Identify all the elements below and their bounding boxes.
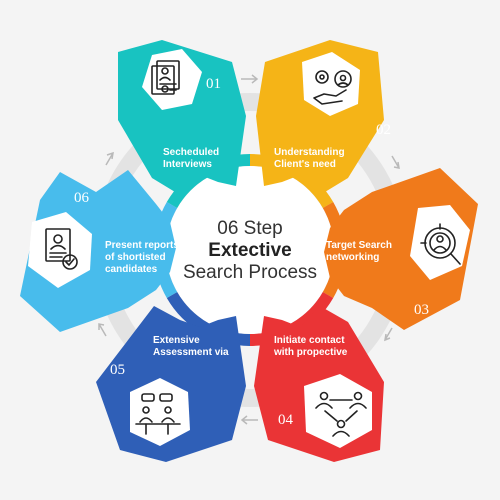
step-05-icon-hexagon <box>130 378 190 446</box>
step-01-label-line-1: Secheduled <box>163 147 219 158</box>
step-02-number: 02 <box>376 122 391 138</box>
center-title: 06 Step Extective Search Process <box>183 218 317 283</box>
center-title-line-3: Search Process <box>183 262 317 283</box>
step-04-label-line-1: Initiate contact <box>274 335 345 346</box>
step-04-icon-hexagon <box>304 374 372 448</box>
step-03-number: 03 <box>414 302 429 318</box>
gears-hand-icon <box>313 70 352 105</box>
flow-arrows <box>98 74 400 425</box>
step-04: 04 Initiate contact with propective <box>254 306 384 462</box>
step-06-label-line-3: candidates <box>105 264 158 275</box>
step-02: 02 Understanding Client's need <box>256 40 391 195</box>
step-05-number: 05 <box>110 362 125 378</box>
step-06-shape <box>20 170 176 332</box>
step-04-label-line-2: with propective <box>273 347 348 358</box>
interview-desk-icon <box>135 393 181 435</box>
step-03-label-line-2: networking <box>326 252 379 263</box>
center-title-line-2: Extective <box>208 240 291 261</box>
step-02-label-line-2: Client's need <box>274 159 336 170</box>
step-02-label-line-1: Understanding <box>274 147 345 158</box>
step-05-label-line-1: Extensive <box>153 335 200 346</box>
step-05-label-line-2: Assessment via <box>153 347 229 358</box>
step-01-number: 01 <box>206 76 221 92</box>
center-title-line-1: 06 Step <box>217 218 283 239</box>
step-06-number: 06 <box>74 190 90 206</box>
center-circle <box>166 166 334 334</box>
step-06-label-line-2: of shortisted <box>105 252 166 263</box>
step-01-label-line-2: Interviews <box>163 159 212 170</box>
resume-check-icon <box>45 228 78 270</box>
step-05: 05 Extensive Assessment via <box>96 306 246 462</box>
step-06-icon-hexagon <box>28 212 92 288</box>
step-03: 03 Target Search networking <box>324 168 478 330</box>
target-person-search-icon <box>420 223 461 265</box>
documents-profile-icon <box>151 60 180 95</box>
step-04-number: 04 <box>278 412 294 428</box>
step-01: 01 Secheduled Interviews <box>118 40 246 195</box>
step-06-label-line-1: Present reports <box>105 240 179 251</box>
step-06: 06 Present reports of shortisted candida… <box>20 170 179 332</box>
network-people-icon <box>315 391 367 437</box>
step-03-label-line-1: Target Search <box>326 240 392 251</box>
